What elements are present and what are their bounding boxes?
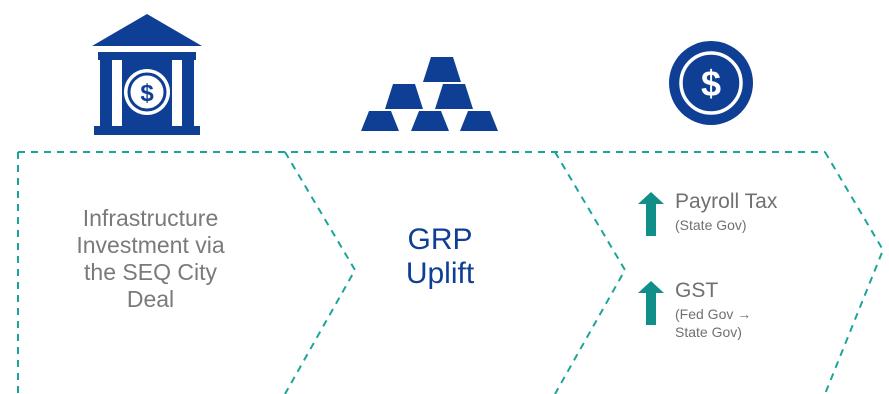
bank-icon: $ [86,12,208,137]
payroll-tax-title: Payroll Tax [675,190,778,213]
step-2-line-2: Uplift [405,257,475,290]
step-1-line-3: the SEQ City [84,259,217,285]
gst-item: GST (Fed Gov → State Gov) [636,279,846,347]
step-2-line-1: GRP [407,223,473,256]
payroll-tax-subtitle: (State Gov) [675,217,747,233]
gold-bars-icon [357,54,509,132]
chevron-2 [554,151,627,394]
step-1-line-4: Deal [126,286,175,312]
chevron-1 [284,151,357,394]
step-1-line-2: Investment via [76,232,225,258]
svg-text:$: $ [140,80,154,107]
up-arrow-icon [636,190,666,238]
gst-title: GST [675,279,719,302]
gst-subtitle-line-1: (Fed Gov → [675,306,752,322]
chevron-3 [824,151,885,394]
up-arrow-icon [636,279,666,327]
svg-text:$: $ [701,63,721,104]
step-1-text: Infrastructure Investment via the SEQ Ci… [48,205,253,313]
dollar-circle-icon: $ [669,41,753,125]
gst-subtitle-line-2: State Gov) [675,324,742,340]
payroll-tax-item: Payroll Tax (State Gov) [636,190,846,242]
step-1-line-1: Infrastructure [82,205,219,231]
step-2-text: GRP Uplift [380,223,500,291]
